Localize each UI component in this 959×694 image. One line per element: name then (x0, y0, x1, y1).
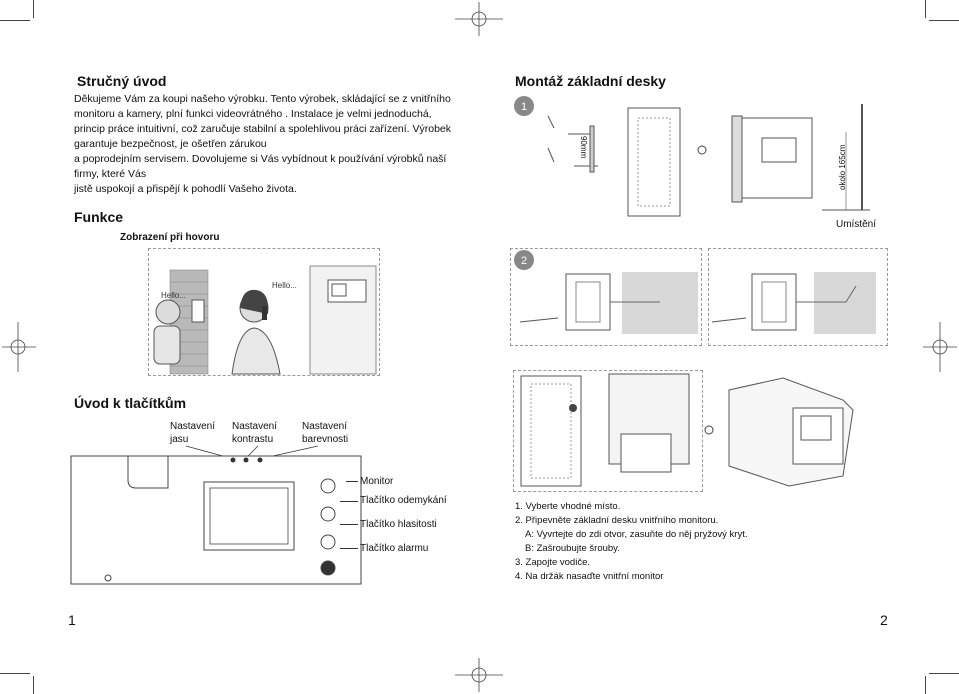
callout-volume-button: Tlačítko hlasitosti (360, 519, 437, 530)
step-item: 4. Na držák nasaďte vnitřní monitor (515, 571, 664, 582)
dim-165cm: okolo 165cm (838, 144, 847, 190)
page-number-left: 1 (68, 612, 76, 628)
brightness-label: Nastavení jasu (170, 421, 216, 445)
step2b-panel (708, 248, 888, 346)
step-badge-1: 1 (521, 101, 527, 113)
funkce-heading: Funkce (74, 209, 124, 225)
step-badge-2: 2 (521, 255, 527, 267)
step-item: 1. Vyberte vhodné místo. (515, 501, 621, 512)
callout-line-unlock (340, 501, 358, 502)
call-illustration (148, 248, 380, 376)
step-item: B: Zašroubujte šrouby. (525, 543, 620, 554)
callout-line-alarm (340, 548, 358, 549)
step-item: 3. Zapojte vodiče. (515, 557, 590, 568)
callout-alarm-button: Tlačítko alarmu (360, 543, 429, 554)
call-illustration-drawing (153, 265, 377, 375)
call-display-heading: Zobrazení při hovoru (120, 232, 220, 243)
hello-bubble-right: Hello... (272, 281, 297, 290)
mount-heading: Montáž základní desky (515, 73, 666, 89)
hello-bubble-left: Hello... (161, 291, 186, 300)
dim-90mm: 90mm (579, 136, 588, 159)
callout-line-volume (340, 524, 358, 525)
callout-monitor: Monitor (360, 476, 394, 487)
callout-unlock-button: Tlačítko odemykání (360, 495, 447, 506)
mounting-steps: 1. Vyberte vhodné místo. 2. Připevněte z… (515, 500, 845, 584)
step3-panel (513, 370, 703, 492)
color-label: Nastavení barevnosti (302, 421, 349, 445)
buttons-heading: Úvod k tlačítkům (74, 395, 187, 411)
step2a-panel (510, 248, 702, 346)
monitor-front-drawing (70, 445, 362, 585)
step3-4-drawing (520, 373, 854, 487)
callout-line-monitor (346, 481, 358, 482)
step1-drawing: 1 (514, 96, 870, 217)
contrast-label: Nastavení kontrastu (232, 421, 278, 445)
step-item: A: Vyvrtejte do zdi otvor, zasuňte do ně… (525, 529, 748, 540)
placement-label: Umístění (836, 219, 877, 230)
intro-paragraph: Děkujeme Vám za koupi našeho výrobku. Te… (74, 93, 452, 195)
step2-drawing: 2 (514, 250, 876, 334)
step-item: 2. Připevněte základní desku vnitřního m… (515, 515, 719, 526)
intro-heading: Stručný úvod (77, 73, 167, 89)
page-number-right: 2 (880, 612, 888, 628)
